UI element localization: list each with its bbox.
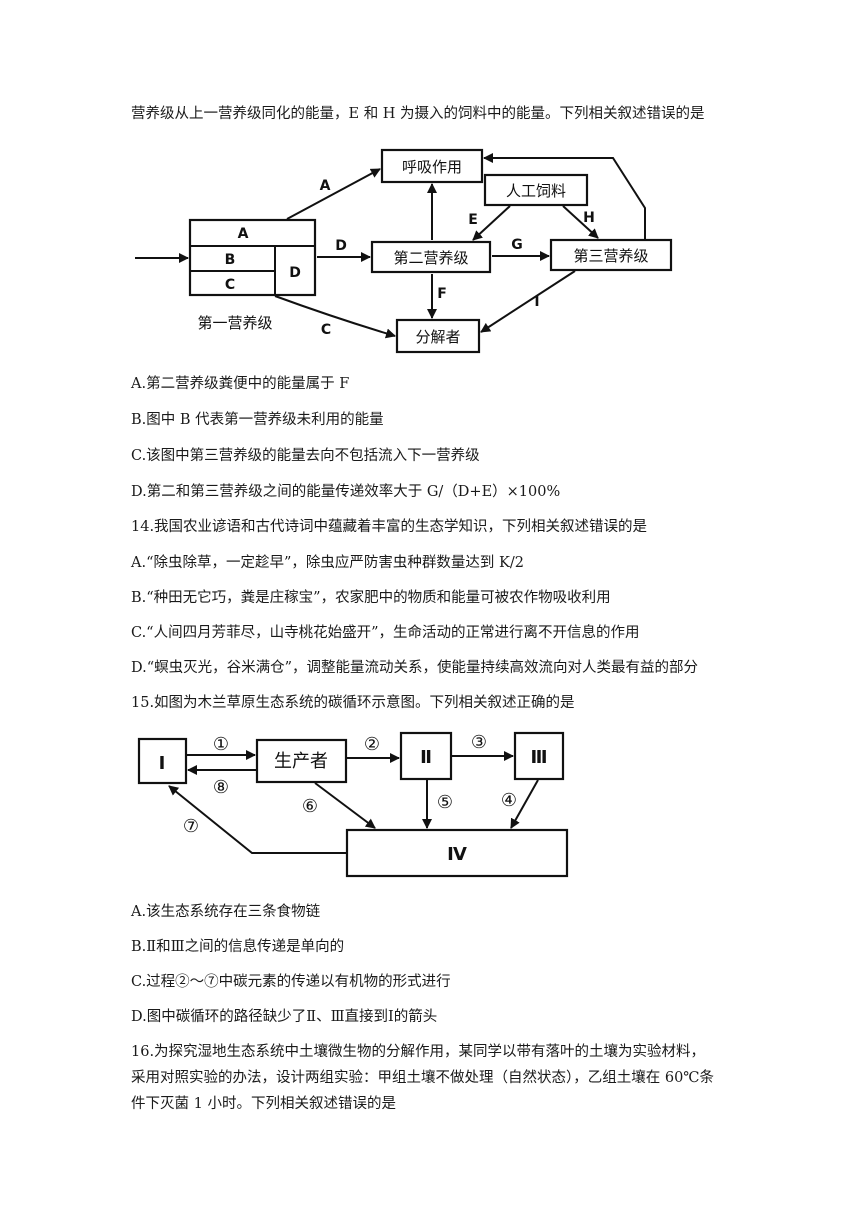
label-iv: Ⅳ	[447, 844, 467, 865]
label-a-block: A	[238, 226, 249, 242]
third-level-label: 第三营养级	[573, 247, 648, 265]
label-d-arrow: D	[335, 238, 347, 254]
intro-text: 营养级从上一营养级同化的能量，E 和 H 为摄入的饲料中的能量。下列相关叙述错误…	[131, 106, 705, 122]
q16-line-3: 件下灭菌 1 小时。下列相关叙述错误的是	[131, 1096, 396, 1112]
box-i	[137, 737, 188, 785]
decomposer-box	[395, 318, 481, 354]
arrow-e	[472, 205, 511, 241]
q15-option-a: A.该生态系统存在三条食物链	[131, 904, 321, 920]
arrow-6	[314, 782, 376, 829]
num-2: ②	[364, 734, 380, 755]
q16-line-2: 采用对照实验的办法，设计两组实验：甲组土壤不做处理（自然状态），乙组土壤在 60…	[131, 1070, 715, 1086]
q13-option-c: C.该图中第三营养级的能量去向不包括流入下一营养级	[131, 448, 480, 464]
carbon-cycle-diagram: Ⅰ 生产者 Ⅱ Ⅲ Ⅳ ① ⑧ ② ③ ⑥ ⑤ ④ ⑦	[137, 731, 569, 878]
decomposer-label: 分解者	[415, 328, 460, 346]
label-d-block: D	[289, 265, 301, 281]
q14-stem: 14.我国农业谚语和古代诗词中蕴藏着丰富的生态学知识，下列相关叙述错误的是	[131, 519, 648, 535]
num-6: ⑥	[302, 796, 318, 817]
num-4: ④	[501, 790, 517, 811]
q14-option-a: A.“除虫除草，一定趁早”，除虫应严防害虫种群数量达到 K/2	[131, 555, 524, 571]
num-8: ⑧	[213, 777, 229, 798]
num-5: ⑤	[437, 792, 453, 813]
q16-line-1: 16.为探究湿地生态系统中土壤微生物的分解作用，某同学以带有落叶的土壤为实验材料…	[131, 1044, 706, 1060]
label-ii: Ⅱ	[420, 747, 432, 768]
q14-option-c: C.“人间四月芳菲尽，山寺桃花始盛开”，生命活动的正常进行离不开信息的作用	[131, 625, 640, 641]
q15-stem: 15.如图为木兰草原生态系统的碳循环示意图。下列相关叙述正确的是	[131, 695, 575, 711]
box-iv	[345, 828, 569, 878]
q13-option-a: A.第二营养级粪便中的能量属于 F	[131, 376, 350, 392]
second-level-label: 第二营养级	[393, 249, 468, 267]
arrow-7	[168, 785, 346, 854]
q14-option-d: D.“螟虫灭光，谷米满仓”，调整能量流动关系，使能量持续高效流向对人类最有益的部…	[131, 660, 699, 676]
arrow-a	[286, 168, 381, 220]
q13-option-d: D.第二和第三营养级之间的能量传递效率大于 G/（D+E）×100%	[131, 484, 561, 500]
num-3: ③	[471, 732, 487, 753]
respiration-box	[380, 148, 484, 184]
third-level-box	[549, 238, 673, 272]
first-level-block	[188, 218, 317, 297]
q15-option-b: B.Ⅱ和Ⅲ之间的信息传递是单向的	[131, 939, 345, 955]
producer-box	[255, 738, 348, 784]
q15-option-d: D.图中碳循环的路径缺少了Ⅱ、Ⅲ直接到Ⅰ的箭头	[131, 1009, 438, 1025]
box-iii	[513, 731, 565, 781]
feed-box	[483, 173, 589, 207]
label-g-arrow: G	[511, 237, 523, 253]
arrow-i	[480, 270, 576, 333]
q14-option-b: B.“种田无它巧，粪是庄稼宝”，农家肥中的物质和能量可被农作物吸收利用	[131, 590, 611, 606]
box-ii	[399, 731, 453, 781]
label-i-arrow: I	[534, 294, 539, 310]
label-e-arrow: E	[468, 212, 478, 228]
label-i: Ⅰ	[159, 753, 166, 774]
energy-flow-diagram: 呼吸作用 人工饲料 第二营养级 第三营养级 分解者 第一营养级 A B C D …	[135, 148, 673, 354]
q13-option-b: B.图中 B 代表第一营养级未利用的能量	[131, 412, 384, 428]
label-a-arrow: A	[320, 178, 331, 194]
respiration-label: 呼吸作用	[402, 158, 462, 176]
producer-label: 生产者	[274, 751, 328, 772]
label-b-block: B	[225, 252, 236, 268]
arrow-4	[510, 779, 539, 829]
feed-label: 人工饲料	[506, 182, 566, 200]
label-h-arrow: H	[583, 210, 595, 226]
label-c-block: C	[225, 277, 235, 293]
arrow-third-respiration	[483, 153, 646, 239]
num-1: ①	[213, 734, 229, 755]
q15-option-c: C.过程②～⑦中碳元素的传递以有机物的形式进行	[131, 974, 451, 990]
arrow-c	[274, 295, 396, 339]
first-level-label: 第一营养级	[197, 314, 272, 332]
label-iii: Ⅲ	[530, 747, 547, 768]
second-level-box	[370, 240, 492, 274]
arrow-h	[562, 205, 599, 239]
num-7: ⑦	[183, 816, 199, 837]
label-f-arrow: F	[437, 286, 447, 302]
label-c-arrow: C	[321, 322, 331, 338]
